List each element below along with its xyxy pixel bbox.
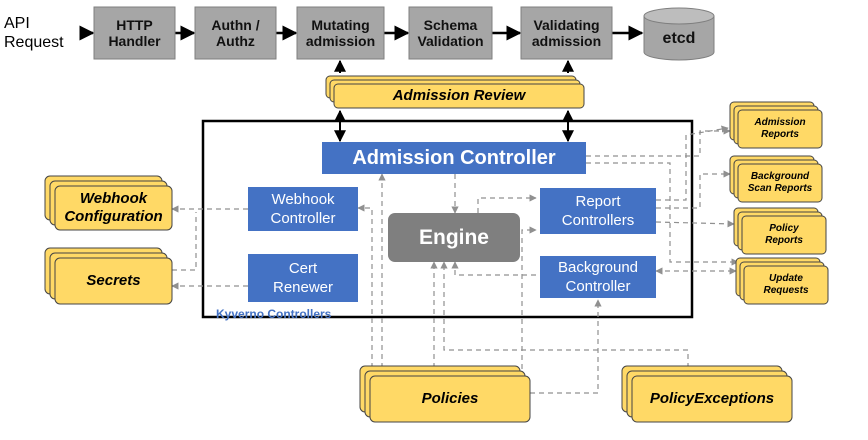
mutating-admission-label: Mutating admission <box>305 17 376 49</box>
authn-authz-box <box>194 6 277 60</box>
resource-stacks <box>44 101 829 423</box>
policies-stack <box>359 365 531 423</box>
link-secrets-up <box>172 212 197 271</box>
policy-reports-stack <box>733 207 827 255</box>
link-report-to-background-scan-reports <box>656 170 731 209</box>
admission-controller-box <box>322 142 586 174</box>
report-controllers-box <box>540 188 656 234</box>
admission-reports-stack <box>729 101 823 149</box>
http-handler-box <box>93 6 176 60</box>
kyverno-blue-boxes <box>248 142 656 302</box>
dashed-connectors <box>171 125 739 394</box>
background-scan-reports-label: Background Scan Reports <box>747 171 813 194</box>
link-policies-to-webhook <box>357 204 373 368</box>
authn-authz-label: Authn / Authz <box>211 17 260 49</box>
link-policies-to-report <box>521 226 537 378</box>
etcd-label: etcd <box>662 30 696 47</box>
link-exceptions-to-engine <box>440 261 689 368</box>
webhook-controller-box <box>248 187 358 231</box>
etcd-cylinder-icon <box>643 7 715 61</box>
link-report-to-policy-reports <box>655 220 735 228</box>
update-requests-stack <box>735 257 829 305</box>
validating-admission-label: Validating admission <box>531 17 602 49</box>
link-background-to-engine <box>451 261 536 276</box>
schema-validation-label: Schema Validation <box>417 17 484 49</box>
policy-exceptions-label: PolicyExceptions <box>649 390 775 407</box>
pipeline-boxes <box>93 6 613 60</box>
validating-admission-box <box>520 6 613 60</box>
link-admission-to-admission-reports <box>586 127 731 157</box>
cert-renewer-label: Cert Renewer <box>272 260 334 296</box>
report-controllers-label: Report Controllers <box>561 193 635 229</box>
cert-renewer-box <box>248 254 358 302</box>
background-scan-reports-stack <box>729 155 823 203</box>
admission-review-stack <box>325 75 585 109</box>
webhook-controller-label: Webhook Controller <box>270 191 336 227</box>
background-controller-box <box>540 256 656 298</box>
http-handler-label: HTTP Handler <box>108 17 161 49</box>
admission-review-arrows <box>334 59 574 143</box>
admission-review-label: Admission Review <box>392 87 526 104</box>
engine-box <box>388 213 520 262</box>
link-policies-to-background <box>530 299 602 394</box>
link-engine-to-report-controllers <box>477 194 537 213</box>
webhook-configuration-label: Webhook Configuration <box>64 190 163 225</box>
policy-reports-label: Policy Reports <box>765 223 803 246</box>
secrets-label: Secrets <box>86 272 141 289</box>
policy-exceptions-stack <box>621 365 793 423</box>
kyverno-controllers-label: Kyverno Controllers <box>216 307 332 321</box>
schema-validation-box <box>408 6 493 60</box>
policies-label: Policies <box>421 390 479 407</box>
mutating-admission-box <box>296 6 385 60</box>
api-request-label: API Request <box>4 15 64 51</box>
link-admission-to-update-requests <box>586 162 739 266</box>
background-controller-label: Background Controller <box>557 259 639 295</box>
admission-reports-label: Admission Reports <box>754 117 806 140</box>
webhook-configuration-stack <box>44 175 173 231</box>
update-requests-label: Update Requests <box>763 273 809 296</box>
secrets-stack <box>44 247 173 305</box>
engine-label: Engine <box>418 225 489 249</box>
admission-controller-label: Admission Controller <box>352 146 556 169</box>
kyverno-controllers-frame <box>201 119 694 319</box>
